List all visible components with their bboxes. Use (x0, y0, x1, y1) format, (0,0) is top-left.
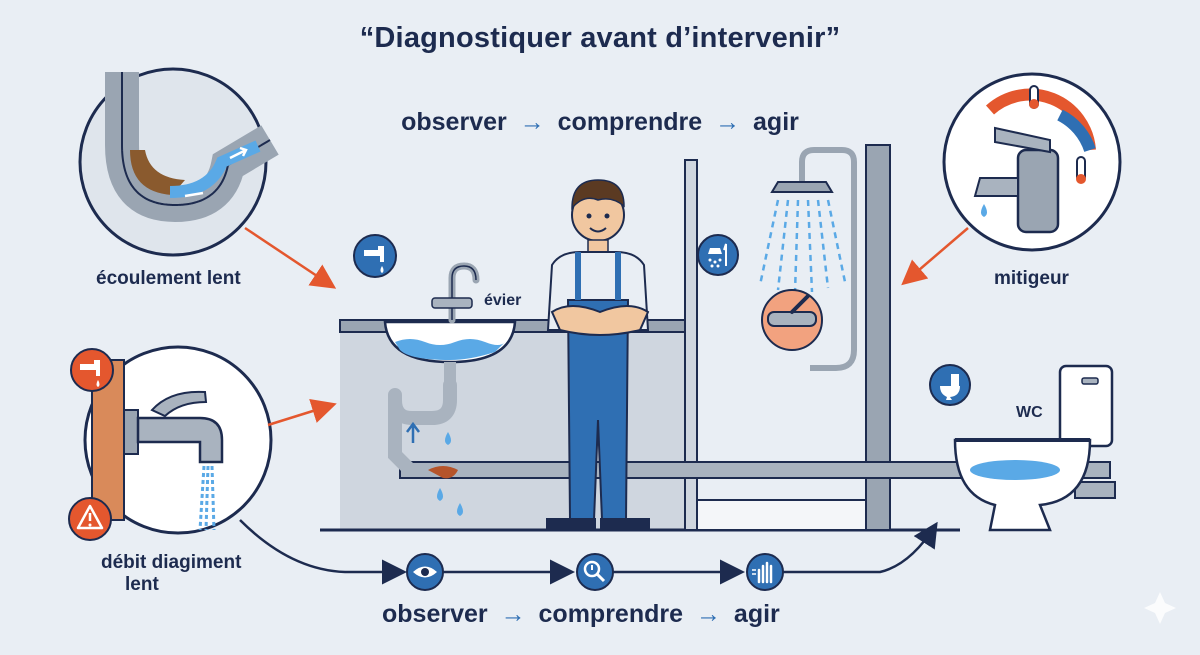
flow-bottom-agir: agir (733, 600, 780, 628)
flow-top-arrow-1: → (519, 108, 545, 136)
water-drop-1 (445, 432, 451, 445)
shower-frame-left (684, 159, 698, 531)
flow-top-comprendre: comprendre (557, 108, 703, 136)
flow-bottom: observer → comprendre → agir (382, 600, 780, 629)
shower-head (770, 181, 834, 193)
shower-mixer-lever (790, 294, 810, 314)
label-low-flow: débit diagiment lent (101, 552, 241, 596)
toilet-icon (929, 364, 971, 406)
shower-mixer-valve (767, 311, 817, 327)
water-drop-3 (457, 503, 463, 516)
tap-icon (353, 234, 397, 278)
sink-faucet-handles (431, 297, 473, 309)
flow-bottom-observer: observer (382, 600, 488, 628)
toilet-water (970, 460, 1060, 480)
water-drop-2 (437, 488, 443, 501)
label-slow-drain: écoulement lent (96, 268, 241, 289)
flow-top-arrow-2: → (715, 108, 741, 136)
toilet-flush-button (1081, 377, 1099, 385)
sparkle-icon (1144, 592, 1176, 624)
label-sink: évier (484, 292, 522, 309)
low-flow-zoom (83, 345, 273, 535)
label-low-flow-line2: lent (125, 574, 159, 595)
shower-tray (696, 499, 867, 531)
sink-faucet-outline (451, 265, 477, 320)
tap-icon-orange (70, 348, 114, 392)
flow-bottom-comprendre: comprendre (538, 600, 684, 628)
shower-water (758, 199, 847, 293)
hand-icon (746, 553, 784, 591)
shower-icon (697, 234, 739, 276)
warning-icon (68, 497, 112, 541)
shower-pipe (799, 147, 857, 371)
slow-drain-arrow (244, 226, 337, 289)
flow-top: observer → comprendre → agir (0, 108, 1200, 137)
slow-drain-zoom (78, 67, 279, 257)
flow-top-observer: observer (401, 108, 507, 136)
low-flow-arrow (267, 399, 337, 427)
label-toilet: WC (1016, 404, 1043, 421)
leak-spot (428, 466, 458, 479)
toilet-pipe (1074, 481, 1116, 499)
magnifier-icon (576, 553, 614, 591)
flow-bottom-arrow-2: → (695, 600, 721, 628)
drain-down (388, 395, 415, 475)
flow-top-agir: agir (753, 108, 799, 136)
mixer-arrow (901, 227, 969, 286)
bottom-flow-end (782, 521, 938, 574)
sink-faucet (448, 262, 480, 324)
eye-icon (406, 553, 444, 591)
label-low-flow-line1: débit diagiment (101, 552, 242, 573)
label-mixer: mitigeur (994, 268, 1069, 289)
toilet-bowl (953, 438, 1092, 532)
flow-up-arrow (406, 421, 420, 443)
page-title: “Diagnostiquer avant d’intervenir” (359, 22, 841, 54)
plumber-figure (546, 179, 650, 530)
mixer-zoom (942, 72, 1122, 252)
flow-bottom-arrow-1: → (500, 600, 526, 628)
sink-water (395, 339, 505, 360)
bottom-flow-start (239, 519, 407, 585)
